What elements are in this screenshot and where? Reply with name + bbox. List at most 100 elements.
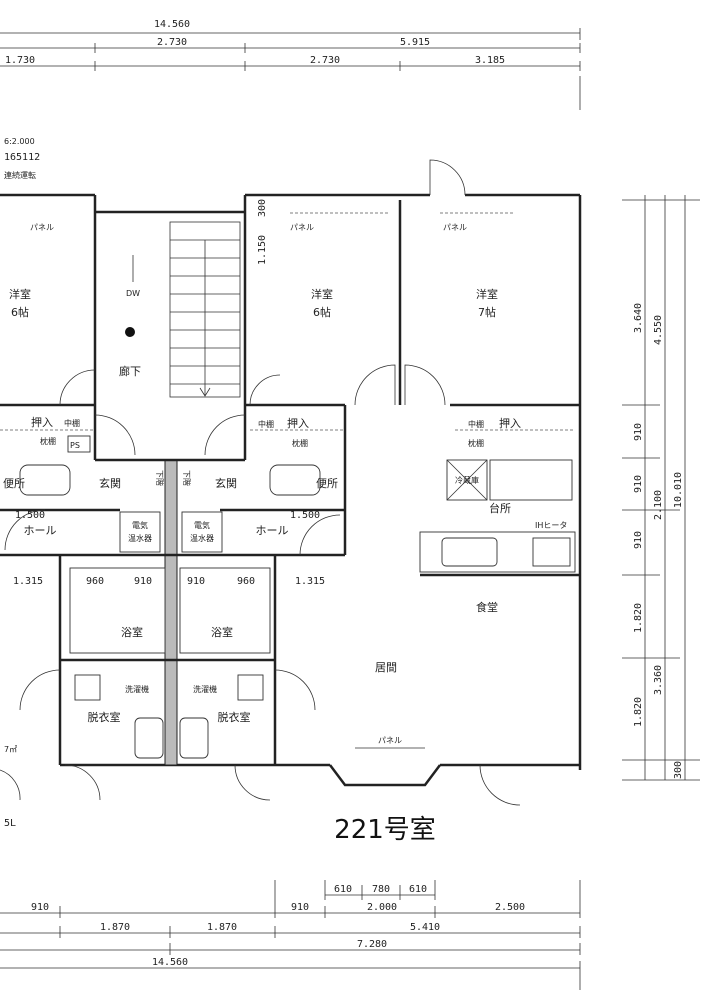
label-yoshitsu-right-size: 7帖 (478, 306, 496, 319)
room-labels: 洋室 6帖 洋室 6帖 洋室 7帖 パネル パネル パネル パネル DW 廊下 … (3, 223, 567, 745)
left-note-2: 165112 (4, 152, 40, 163)
label-genkan-left: 玄関 (99, 476, 121, 490)
label-makuradana-mid: 枕棚 (292, 438, 308, 448)
label-shokudo: 食堂 (476, 600, 498, 614)
label-ih: IHヒータ (535, 521, 567, 530)
dim-inner-1315-right: 1.315 (295, 576, 325, 587)
dim-right-4550: 4.550 (653, 315, 664, 345)
dim-inner-1150: 1.150 (257, 235, 268, 265)
dim-bath-left-910: 910 (134, 576, 152, 587)
label-nakadana-right: 中棚 (468, 419, 484, 429)
washer-box-right (237, 674, 264, 701)
counter-upper (489, 459, 573, 501)
label-yokushitsu-left: 浴室 (121, 625, 143, 639)
dim-right-910a: 910 (633, 423, 644, 441)
label-yoshitsu-left: 洋室 (9, 287, 31, 301)
kitchen-sink (441, 537, 498, 567)
dim-right-3360: 3.360 (653, 665, 664, 695)
dim-right-300: 300 (673, 761, 684, 779)
label-panel-right: パネル (443, 223, 467, 232)
toilet-right (269, 464, 321, 496)
ps-box (67, 435, 91, 453)
left-bottom-note-2: 5L (4, 818, 16, 829)
dim-top-2730: 2.730 (157, 37, 187, 48)
dim-bottom-780: 780 (372, 884, 390, 895)
dim-bottom-1870b: 1.870 (207, 922, 237, 933)
dim-right-910c: 910 (633, 531, 644, 549)
dim-bottom-610b: 610 (409, 884, 427, 895)
label-heater-right-2: 温水器 (190, 533, 214, 543)
bottom-dimension-lines (0, 880, 581, 990)
label-rouka: 廊下 (119, 364, 141, 378)
dim-right-10010: 10.010 (673, 472, 684, 508)
dim-right-1820a: 1.820 (633, 603, 644, 633)
water-heater-right (181, 511, 223, 553)
dim-bottom-2500: 2.500 (495, 902, 525, 913)
label-makuradana-right: 枕棚 (468, 438, 484, 448)
bay-window (329, 764, 441, 787)
label-sentakuki-right: 洗濯機 (193, 684, 217, 694)
dim-inner-1500-right: 1.500 (290, 510, 320, 521)
dim-inner-1500-left: 1.500 (15, 510, 45, 521)
dim-top-total: 14.560 (154, 19, 190, 30)
dim-bottom-910a: 910 (31, 902, 49, 913)
label-hall-right: ホール (256, 524, 289, 537)
dim-right-2100: 2.100 (653, 490, 664, 520)
label-oshiire-right: 押入 (499, 416, 521, 430)
label-datsuishitsu-left: 脱衣室 (88, 710, 121, 724)
label-datsuishitsu-right: 脱衣室 (218, 710, 251, 724)
label-yoshitsu-right: 洋室 (476, 287, 498, 301)
dim-top-3185: 3.185 (475, 55, 505, 66)
ih-cooktop (532, 537, 571, 567)
doors (0, 159, 521, 806)
dim-bottom-14560: 14.560 (152, 957, 188, 968)
label-benjo-left: 便所 (3, 477, 25, 490)
label-reizoko: 冷蔵庫 (455, 475, 479, 485)
staircase (169, 221, 241, 398)
dim-right-1820b: 1.820 (633, 697, 644, 727)
label-yoshitsu-mid-size: 6帖 (313, 306, 331, 319)
label-oshiire-left: 押入 (31, 415, 53, 429)
top-dimension-lines (0, 28, 581, 110)
dim-inner-1315-left: 1.315 (13, 576, 43, 587)
label-hall-left: ホール (24, 524, 57, 537)
left-note-1: 6:2.000 (4, 137, 35, 146)
dim-bath-right-960: 960 (237, 576, 255, 587)
label-genkan-right: 玄関 (215, 476, 237, 490)
label-benjo-right: 便所 (316, 477, 338, 490)
bathtub-right (179, 567, 271, 654)
dim-inner-300: 300 (257, 199, 268, 217)
fixtures (19, 435, 576, 759)
dim-top-2730b: 2.730 (310, 55, 340, 66)
dim-bath-left-960: 960 (86, 576, 104, 587)
dim-bottom-910b: 910 (291, 902, 309, 913)
label-yokushitsu-right: 浴室 (211, 625, 233, 639)
dim-top-5915: 5.915 (400, 37, 430, 48)
washer-box-left (74, 674, 101, 701)
label-nakadana-mid: 中棚 (258, 419, 274, 429)
label-gesui-left: 下階 (155, 470, 165, 486)
dim-bottom-2000: 2.000 (367, 902, 397, 913)
label-sentakuki-left: 洗濯機 (125, 684, 149, 694)
label-makuradana-left: 枕棚 (40, 436, 56, 446)
closet-shelves (0, 212, 575, 431)
dim-bottom-7280: 7.280 (357, 939, 387, 950)
left-note-3: 連続運転 (4, 170, 36, 180)
right-dimension-lines (622, 195, 700, 781)
label-oshiire-mid: 押入 (287, 416, 309, 430)
sink-right (179, 717, 209, 759)
label-ima: 居間 (375, 661, 397, 674)
label-daidokoro: 台所 (489, 501, 511, 515)
sink-left (134, 717, 164, 759)
bathtub-left (69, 567, 166, 654)
label-heater-left-1: 電気 (132, 520, 148, 530)
dim-bottom-1870a: 1.870 (100, 922, 130, 933)
label-panel-left: パネル (30, 223, 54, 232)
label-heater-right-1: 電気 (194, 520, 210, 530)
label-ps: PS (70, 441, 80, 450)
page-title: 221号室 (334, 815, 436, 845)
dim-top-1730: 1.730 (5, 55, 35, 66)
dim-right-910b: 910 (633, 475, 644, 493)
dim-bath-right-910: 910 (187, 576, 205, 587)
